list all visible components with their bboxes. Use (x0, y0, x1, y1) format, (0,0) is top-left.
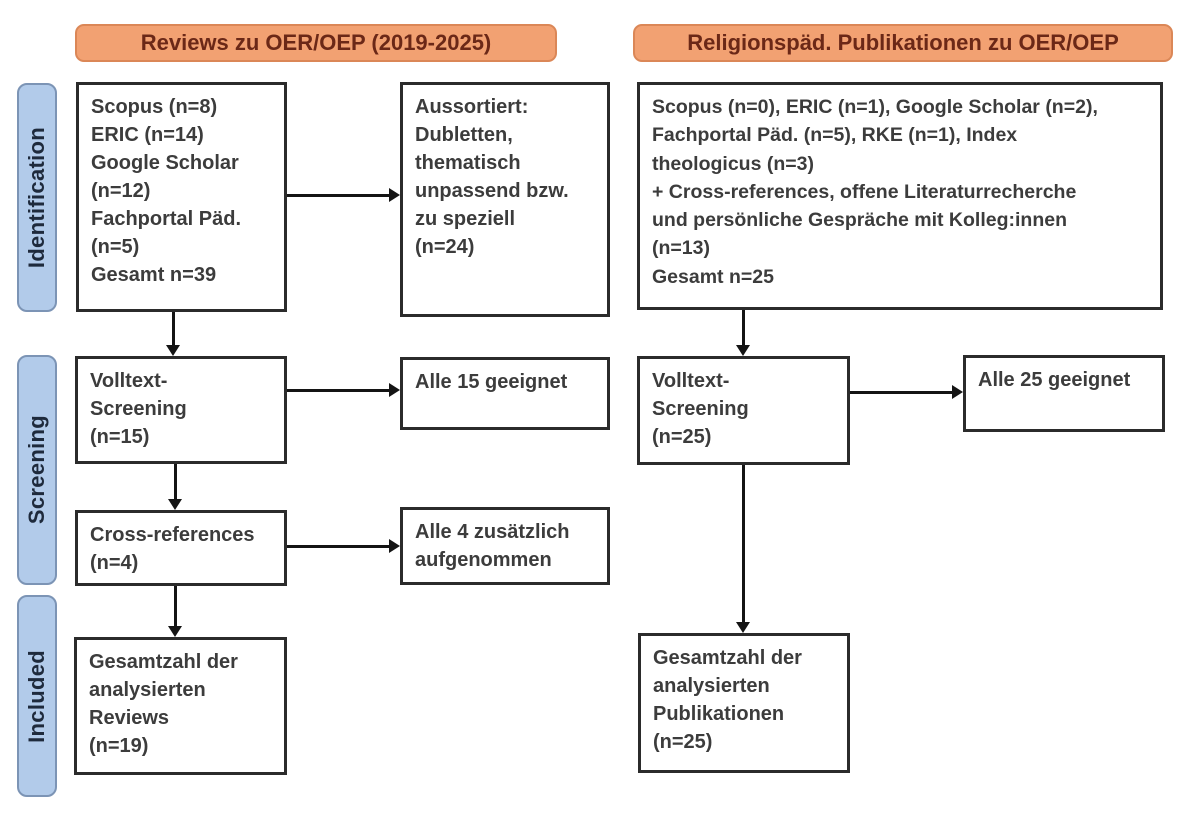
arrowhead-right-icon (952, 385, 963, 399)
arrow-left-identification-to-fulltext (166, 312, 180, 356)
arrowhead-right-icon (389, 188, 400, 202)
arrow-left-crossref-to-result (287, 539, 400, 553)
arrow-left-crossref-to-included (168, 586, 182, 637)
arrow-left-fulltext-to-crossref (168, 464, 182, 510)
arrowhead-down-icon (736, 345, 750, 356)
box-left-identification: Scopus (n=8) ERIC (n=14) Google Scholar … (76, 82, 287, 312)
arrowhead-down-icon (166, 345, 180, 356)
arrow-left-identification-to-sorted-out (287, 188, 400, 202)
stage-label-identification: Identification (17, 83, 57, 312)
arrow-right-identification-to-fulltext (736, 310, 750, 356)
arrow-left-fulltext-to-result (287, 383, 400, 397)
column-header-religionspaed: Religionspäd. Publikationen zu OER/OEP (633, 24, 1173, 62)
box-left-sorted-out: Aussortiert: Dubletten, thematisch unpas… (400, 82, 610, 317)
stage-label-included: Included (17, 595, 57, 797)
arrowhead-down-icon (168, 626, 182, 637)
box-left-cross-references-result: Alle 4 zusätzlich aufgenommen (400, 507, 610, 585)
stage-label-included-text: Included (24, 649, 49, 743)
stage-label-screening: Screening (17, 355, 57, 585)
box-right-included-total: Gesamtzahl der analysierten Publikatione… (638, 633, 850, 773)
box-right-identification: Scopus (n=0), ERIC (n=1), Google Scholar… (637, 82, 1163, 310)
arrowhead-down-icon (168, 499, 182, 510)
stage-label-screening-text: Screening (24, 415, 49, 525)
arrow-right-fulltext-to-result (850, 385, 963, 399)
arrow-right-fulltext-to-included (736, 465, 750, 633)
box-right-fulltext-result: Alle 25 geeignet (963, 355, 1165, 432)
arrowhead-down-icon (736, 622, 750, 633)
box-right-fulltext-screening: Volltext- Screening (n=25) (637, 356, 850, 465)
box-left-fulltext-result: Alle 15 geeignet (400, 357, 610, 430)
box-left-fulltext-screening: Volltext- Screening (n=15) (75, 356, 287, 464)
arrowhead-right-icon (389, 539, 400, 553)
column-header-reviews: Reviews zu OER/OEP (2019-2025) (75, 24, 557, 62)
stage-label-identification-text: Identification (24, 126, 49, 269)
box-left-cross-references: Cross-references (n=4) (75, 510, 287, 586)
box-left-included-total: Gesamtzahl der analysierten Reviews (n=1… (74, 637, 287, 775)
arrowhead-right-icon (389, 383, 400, 397)
